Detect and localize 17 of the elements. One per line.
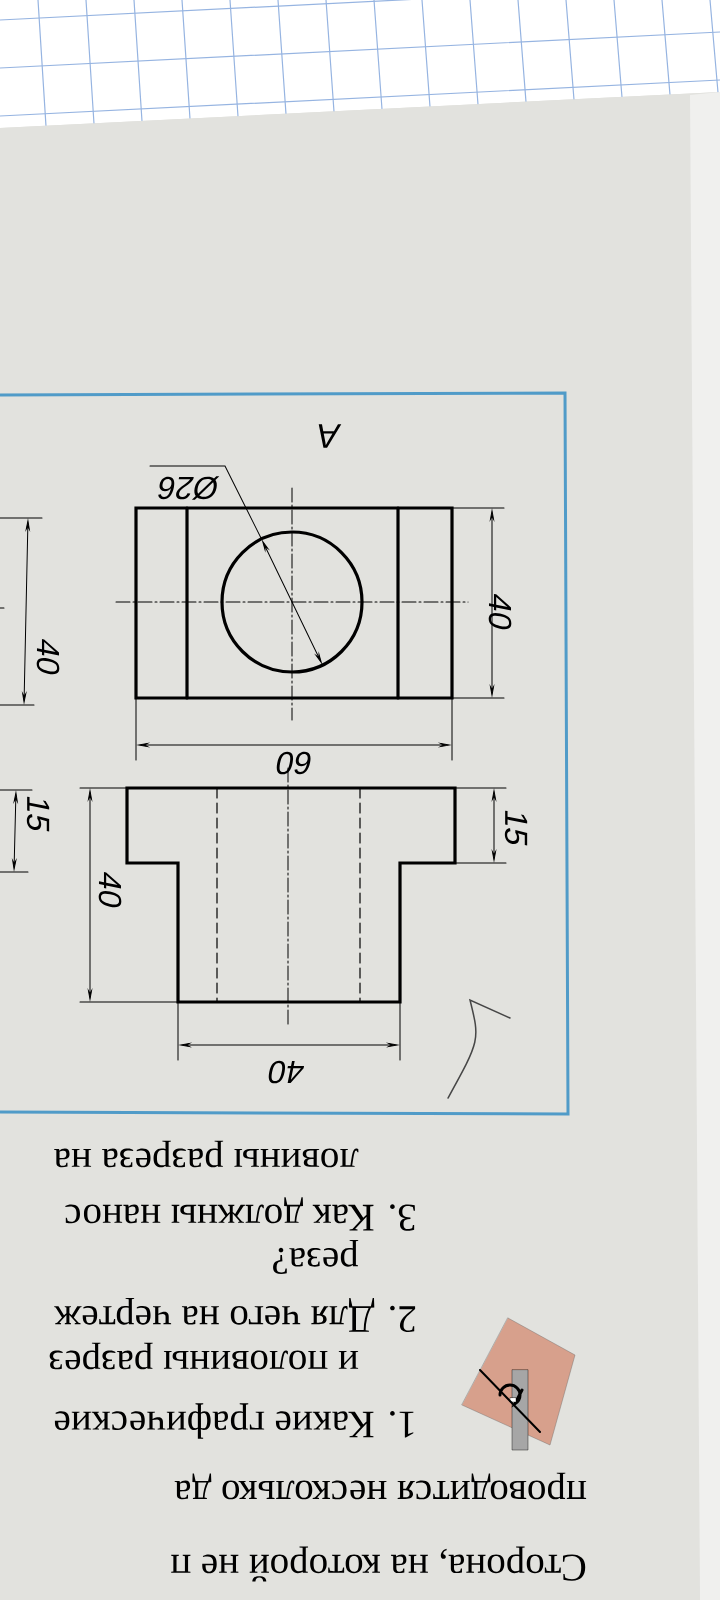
view-letter: А: [318, 424, 342, 448]
text-line: 1. Какие графические: [54, 1403, 414, 1439]
dimension-value: 15: [504, 810, 528, 846]
text-line: ловины разреза на: [54, 1140, 359, 1168]
dimension-value: 40: [36, 638, 60, 675]
dimension-value: 15: [26, 796, 50, 832]
dimension-value: 40: [488, 593, 512, 630]
dimension-value: 40: [98, 871, 122, 908]
dimension-value: 60: [276, 751, 311, 775]
dimension-value: Ø26: [158, 476, 220, 500]
text-line: 3. Как должны нанос: [65, 1197, 415, 1231]
text-line: реза?: [273, 1239, 359, 1275]
text-line: Сторона, на которой не п: [171, 1546, 586, 1582]
text-line: 2. Для чего на чертеж: [54, 1297, 416, 1333]
text-line: проводится несколько да: [174, 1472, 587, 1500]
text-line: и половины разрез: [49, 1342, 359, 1370]
dimension-value: 40: [268, 1060, 305, 1084]
